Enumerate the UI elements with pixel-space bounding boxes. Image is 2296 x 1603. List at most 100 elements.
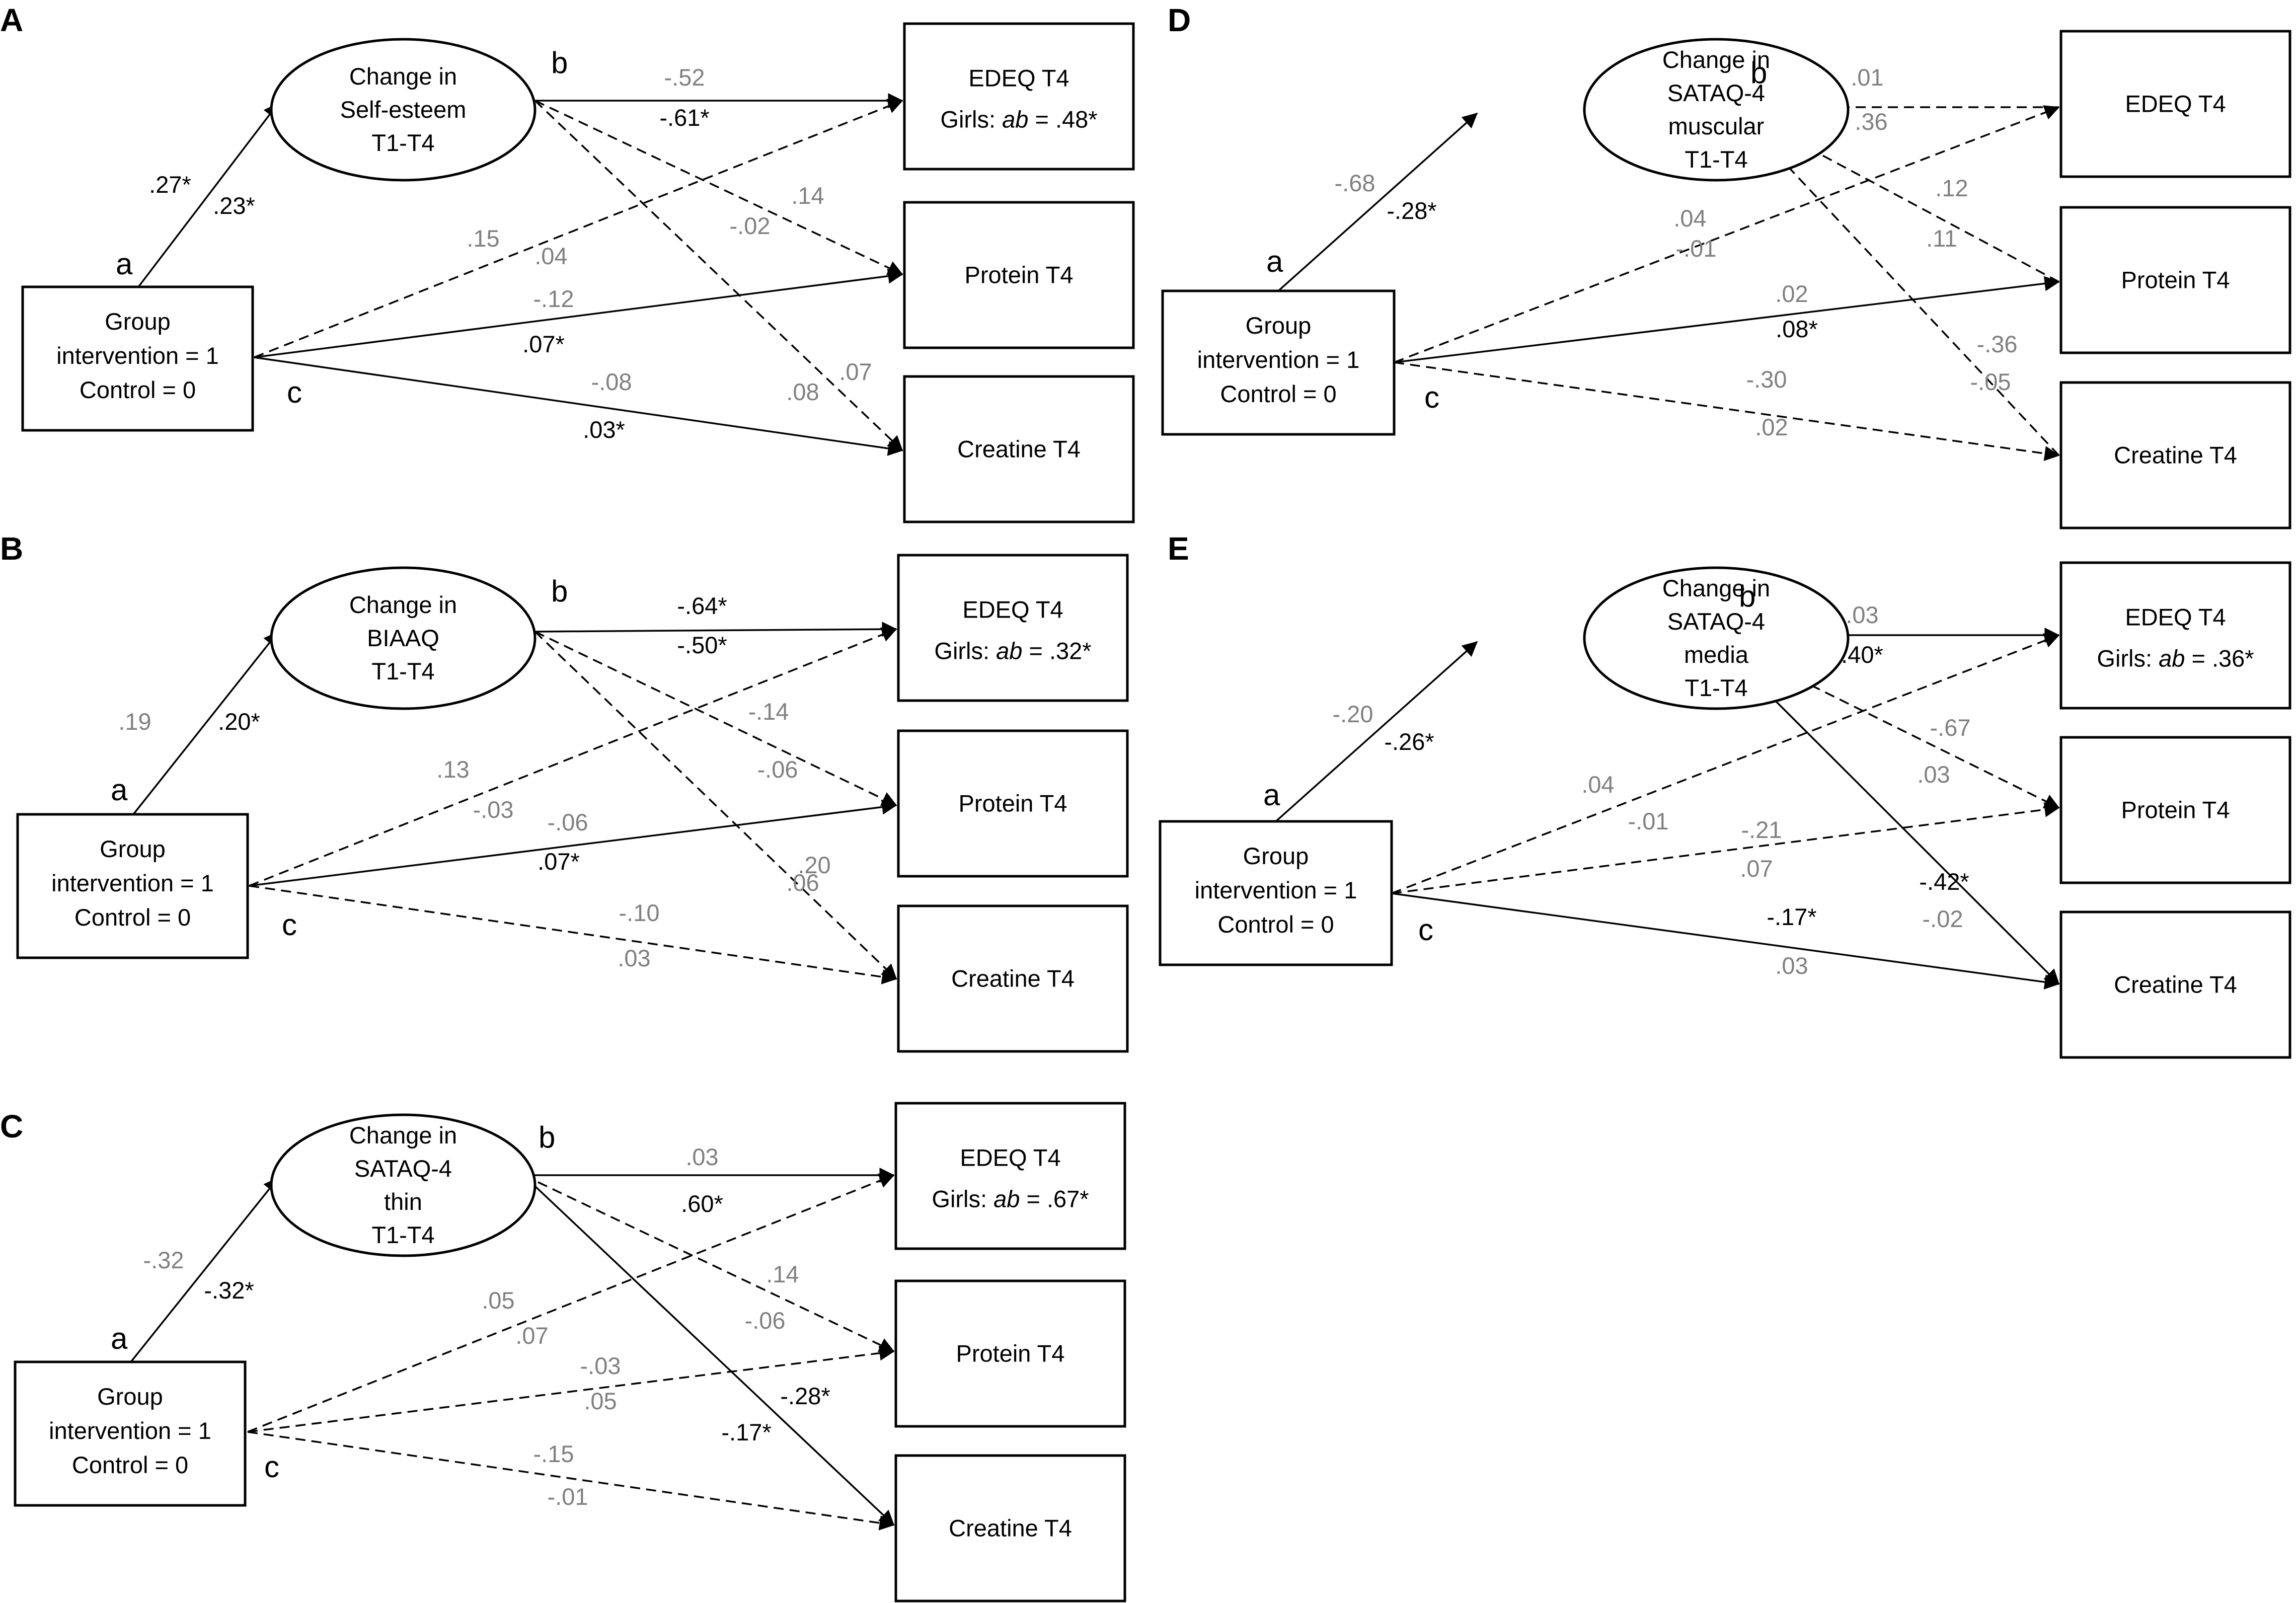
b-coef-boys-d-2: -.36 [1977,331,2018,357]
c-coef-girls-c-1: .05 [584,1388,617,1414]
c-coef-boys-a-1: -.12 [533,285,574,312]
group-label-line-e: intervention = 1 [1195,877,1357,903]
c-coef-boys-a-2: -.08 [591,368,632,395]
path-letter-b-a: b [551,46,568,80]
panel-label-b: B [0,530,23,567]
b-coef-girls-b-0: -.50* [677,632,727,658]
b-path-arrow-b-2 [534,631,897,980]
path-letter-a-d: a [1266,245,1283,278]
a-coef-girls-c: -.32* [204,1277,254,1304]
group-label-line-e: Group [1243,843,1309,869]
outcome-box-d-2 [2059,381,2291,529]
outcome-box-e-0 [2059,561,2291,710]
outcome-label-c-0: EDEQ T4 [960,1144,1060,1171]
b-coef-boys-c-0: .03 [685,1143,718,1170]
outcome-box-d-0 [2059,30,2291,178]
c-coef-girls-e-1: .07 [1740,855,1773,882]
path-letter-b-c: b [539,1120,555,1154]
panel-label-c: C [0,1108,23,1144]
path-letter-c-b: c [282,908,297,942]
a-coef-boys-e: -.20 [1333,701,1373,727]
b-coef-girls-a-0: -.61* [659,104,709,131]
c-coef-boys-a-0: .15 [467,225,499,252]
a-coef-boys-a: .27* [149,171,191,198]
path-lines [130,93,2060,1531]
b-path-arrow-c-2 [522,1174,895,1526]
mediator-label-line-e: SATAQ-4 [1667,608,1765,635]
group-label-line-a: Control = 0 [80,376,196,403]
outcome-box-e-2 [2059,910,2291,1059]
mediator-ellipse-a [270,38,537,182]
mediator-label-line-c: Change in [349,1122,457,1149]
outcome-label-b-0: EDEQ T4 [962,596,1063,623]
outcome-box-a-1 [903,201,1135,349]
mediator-label-line-e: media [1684,641,1749,668]
c-path-arrow-e-0 [1391,633,2060,894]
path-letter-a-e: a [1263,778,1280,812]
b-coef-girls-d-2: -.05 [1970,368,2011,395]
c-coef-girls-b-2: .03 [618,945,650,971]
c-path-arrow-b-2 [249,885,897,984]
indirect-effect-note-b: Girls: ab = .32* [934,638,1091,664]
group-label-line-b: Control = 0 [74,904,191,931]
outcome-box-b-2 [897,904,1129,1053]
a-path-arrow-d [1277,112,1478,292]
c-coef-boys-c-1: -.03 [580,1352,621,1379]
a-coef-boys-d: -.68 [1335,170,1375,196]
b-coef-boys-e-1: -.67 [1930,714,1971,741]
c-coef-boys-b-2: -.10 [619,899,660,926]
c-coef-boys-b-0: .13 [436,756,469,783]
group-label-line-d: Control = 0 [1220,380,1336,407]
outcome-label-b-1: Protein T4 [959,790,1067,817]
a-path-arrow-c [130,1177,279,1363]
outcome-label-e-2: Creatine T4 [2114,971,2237,998]
mediator-label-line-b: Change in [349,591,457,618]
path-letter-b-e: b [1739,579,1755,613]
b-coef-boys-b-1: -.14 [748,698,789,725]
group-label-line-b: intervention = 1 [51,870,214,896]
outcome-label-a-0: EDEQ T4 [968,65,1069,92]
outcome-label-c-2: Creatine T4 [949,1515,1072,1542]
group-box-c [14,1360,247,1507]
b-coef-boys-c-1: .14 [766,1261,799,1287]
group-label-line-e: Control = 0 [1217,911,1334,938]
b-coef-girls-d-1: .11 [1926,225,1957,252]
b-coef-boys-b-0: -.64* [677,592,727,619]
b-coef-boys-d-0: .01 [1851,64,1883,91]
c-coef-girls-b-1: .07* [538,848,580,875]
c-coef-boys-c-2: -.15 [533,1440,574,1467]
outcome-box-a-2 [903,375,1135,523]
path-letter-c-d: c [1424,380,1439,414]
panel-label-a: A [0,2,23,38]
path-letter-a-a: a [116,247,133,281]
path-letter-b-d: b [1750,56,1767,90]
mediator-label-line-c: SATAQ-4 [354,1155,452,1182]
outcome-box-c-1 [894,1279,1126,1428]
b-coef-boys-a-0: -.52 [664,64,705,91]
c-coef-boys-e-2: -.17* [1767,903,1816,930]
b-path-arrow-c-1 [523,1174,895,1352]
c-coef-boys-d-2: -.30 [1746,366,1787,393]
outcome-label-d-1: Protein T4 [2121,267,2230,293]
a-coef-boys-b: .19 [118,708,151,735]
mediator-label-line-c: T1-T4 [371,1222,434,1248]
c-coef-boys-b-1: -.06 [548,809,588,835]
c-path-arrow-a-1 [254,268,903,358]
indirect-effect-note-e: Girls: ab = .36* [2097,645,2254,672]
c-coef-girls-d-2: .02 [1755,414,1788,440]
a-path-arrow-a [137,102,279,288]
c-coef-girls-d-0: -.01 [1676,235,1717,262]
a-path-arrow-b [132,631,279,815]
c-coef-boys-e-1: -.21 [1741,816,1782,843]
mediator-label-line-d: Change in [1662,46,1770,73]
path-letter-c-e: c [1418,913,1433,947]
group-label-line-d: intervention = 1 [1197,346,1360,373]
b-coef-boys-b-2: .20 [798,852,830,878]
c-path-arrow-b-1 [249,799,897,887]
b-coef-girls-d-0: .36 [1855,108,1887,135]
c-coef-girls-e-0: -.01 [1628,808,1669,834]
outcome-box-c-2 [894,1454,1126,1602]
outcome-label-e-0: EDEQ T4 [2125,604,2226,631]
c-coef-boys-d-1: .02 [1775,280,1808,307]
c-coef-boys-d-0: .04 [1673,205,1706,232]
